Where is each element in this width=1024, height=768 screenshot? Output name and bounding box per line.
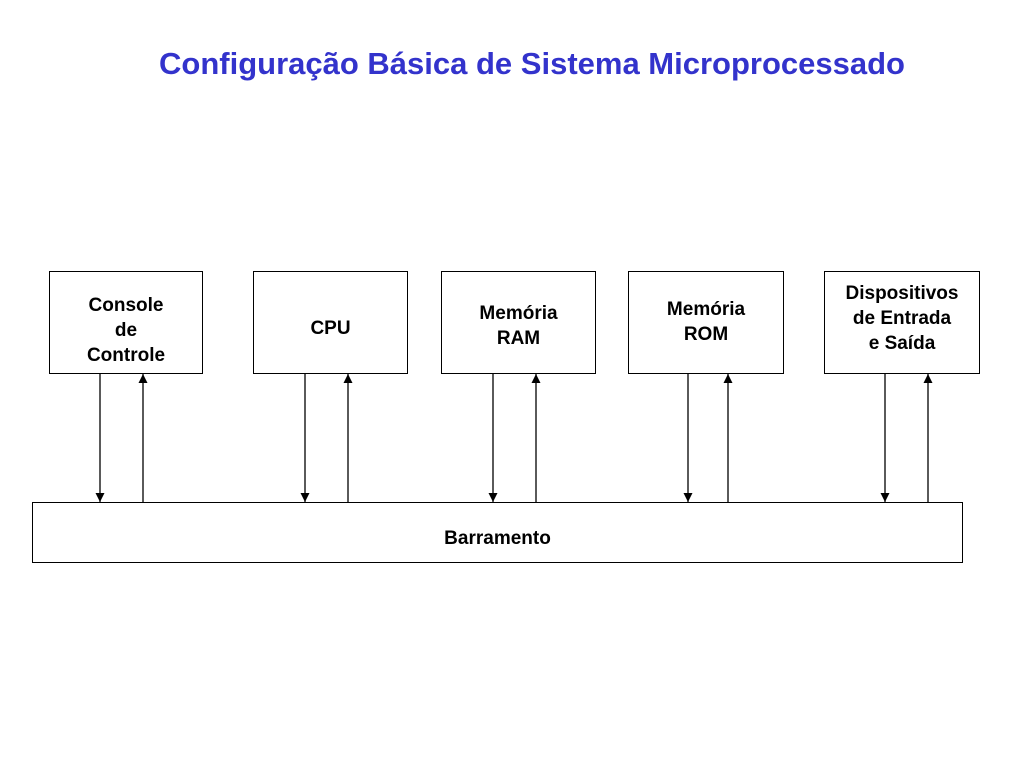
memoria-ram-box: Memória RAM: [441, 271, 596, 374]
console-de-controle-box: Console de Controle: [49, 271, 203, 374]
ram-label-line-1: Memória: [479, 303, 558, 324]
dispositivos-entrada-saida-box: Dispositivos de Entrada e Saída: [824, 271, 980, 374]
cpu-label: CPU: [310, 318, 351, 339]
io-label-line-1: Dispositivos: [845, 283, 959, 304]
memoria-rom-box: Memória ROM: [628, 271, 784, 374]
console-label-line-1: Console: [88, 295, 164, 316]
console-label-line-2: de: [114, 320, 138, 341]
cpu-box: CPU: [253, 271, 408, 374]
io-label-line-2: de Entrada: [852, 308, 952, 329]
io-label-line-3: e Saída: [868, 333, 936, 354]
rom-label-line-1: Memória: [666, 299, 746, 320]
ram-label-line-2: RAM: [496, 328, 541, 349]
rom-label-line-2: ROM: [683, 324, 729, 345]
barramento-bus: Barramento: [32, 502, 963, 563]
console-label-line-3: Controle: [86, 345, 166, 366]
bus-label: Barramento: [444, 528, 551, 549]
diagram-title: Configuração Básica de Sistema Microproc…: [159, 46, 905, 81]
